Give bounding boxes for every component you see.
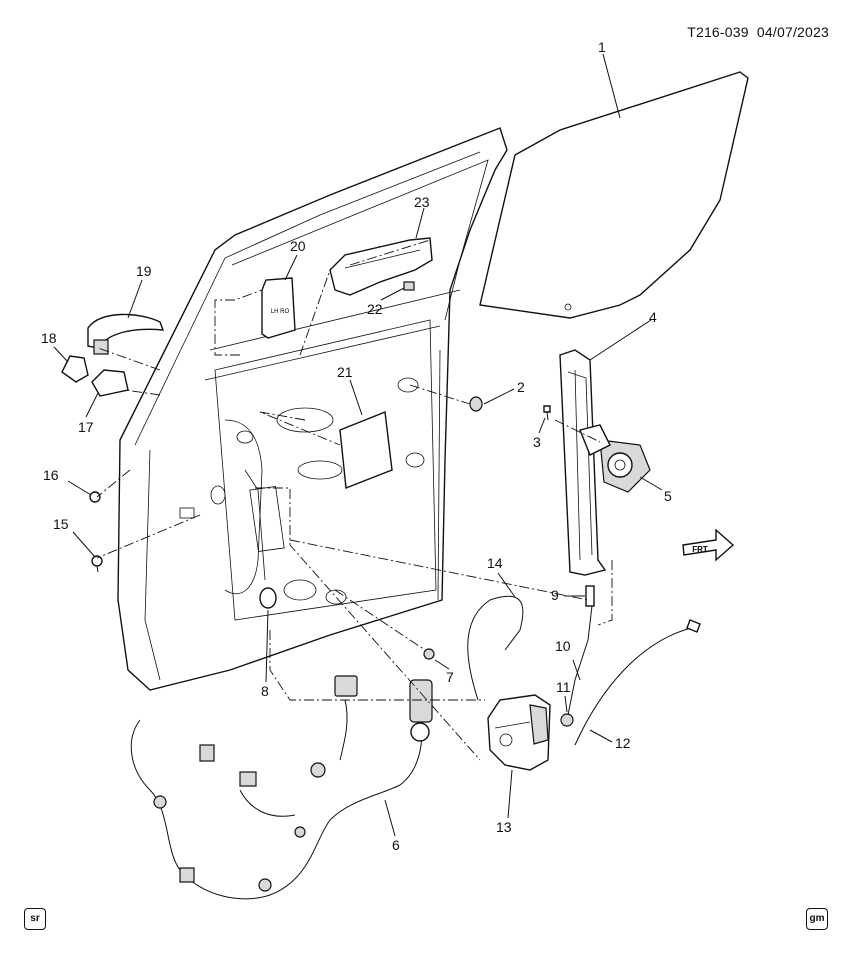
sr-badge: sr <box>24 908 46 930</box>
part-2-grommet <box>469 396 483 412</box>
part-8-grommet <box>259 587 277 609</box>
callout-19: 19 <box>136 263 152 279</box>
callout-2: 2 <box>517 379 525 395</box>
part-9-rod-clip <box>585 585 595 607</box>
door-inner-panel <box>117 127 508 691</box>
callout-numbers: 1 2 3 4 5 6 7 8 9 10 11 12 13 14 15 16 1… <box>41 39 672 853</box>
part-14-inside-cable <box>467 595 524 701</box>
callout-1: 1 <box>598 39 606 55</box>
window-label-text: LH RO <box>271 309 290 315</box>
part-18-handle-cap <box>61 355 89 383</box>
callout-7: 7 <box>446 669 454 685</box>
part-15-screw <box>91 555 103 573</box>
callout-3: 3 <box>533 434 541 450</box>
callout-11: 11 <box>556 679 571 695</box>
front-arrow-label: FRT <box>692 545 708 554</box>
callout-22: 22 <box>367 301 383 317</box>
part-22-clip <box>403 281 415 291</box>
callout-12: 12 <box>615 735 631 751</box>
part-23-lock-module <box>329 237 433 296</box>
part-4-window-regulator <box>559 349 651 576</box>
callout-21: 21 <box>337 364 353 380</box>
callout-13: 13 <box>496 819 512 835</box>
callout-20: 20 <box>290 238 306 254</box>
callout-16: 16 <box>43 467 59 483</box>
part-7-nut <box>423 648 435 660</box>
document-header: T216-039 04/07/2023 <box>687 24 829 40</box>
part-17-handle-bezel <box>91 369 129 397</box>
callout-10: 10 <box>555 638 571 654</box>
callout-5: 5 <box>664 488 672 504</box>
callout-4: 4 <box>649 309 657 325</box>
document-date: 04/07/2023 <box>756 24 829 40</box>
part-11-cable-clip <box>560 713 574 727</box>
callout-23: 23 <box>414 194 430 210</box>
assembly-dash-lines <box>96 239 613 761</box>
callout-18: 18 <box>41 330 57 346</box>
document-id: T216-039 <box>687 24 749 40</box>
part-6-wiring-harness <box>130 675 433 900</box>
part-20-window-switch-label: LH RO <box>261 277 296 339</box>
part-16-plug <box>89 491 101 503</box>
part-13-door-latch <box>487 694 551 771</box>
front-direction-arrow: FRT <box>682 528 735 562</box>
callout-14: 14 <box>487 555 503 571</box>
leader-lines <box>53 53 663 837</box>
callout-15: 15 <box>53 516 69 532</box>
part-12-release-cable <box>574 619 701 746</box>
part-1-window-glass <box>479 71 749 319</box>
part-3-bolt <box>543 405 551 421</box>
callout-8: 8 <box>261 683 269 699</box>
part-10-lock-rod <box>567 605 593 716</box>
callout-17: 17 <box>78 419 94 435</box>
part-21-label <box>339 411 393 489</box>
part-19-outside-handle <box>87 313 165 355</box>
gm-logo: gm <box>806 908 828 930</box>
callout-6: 6 <box>392 837 400 853</box>
callout-9: 9 <box>551 587 559 603</box>
